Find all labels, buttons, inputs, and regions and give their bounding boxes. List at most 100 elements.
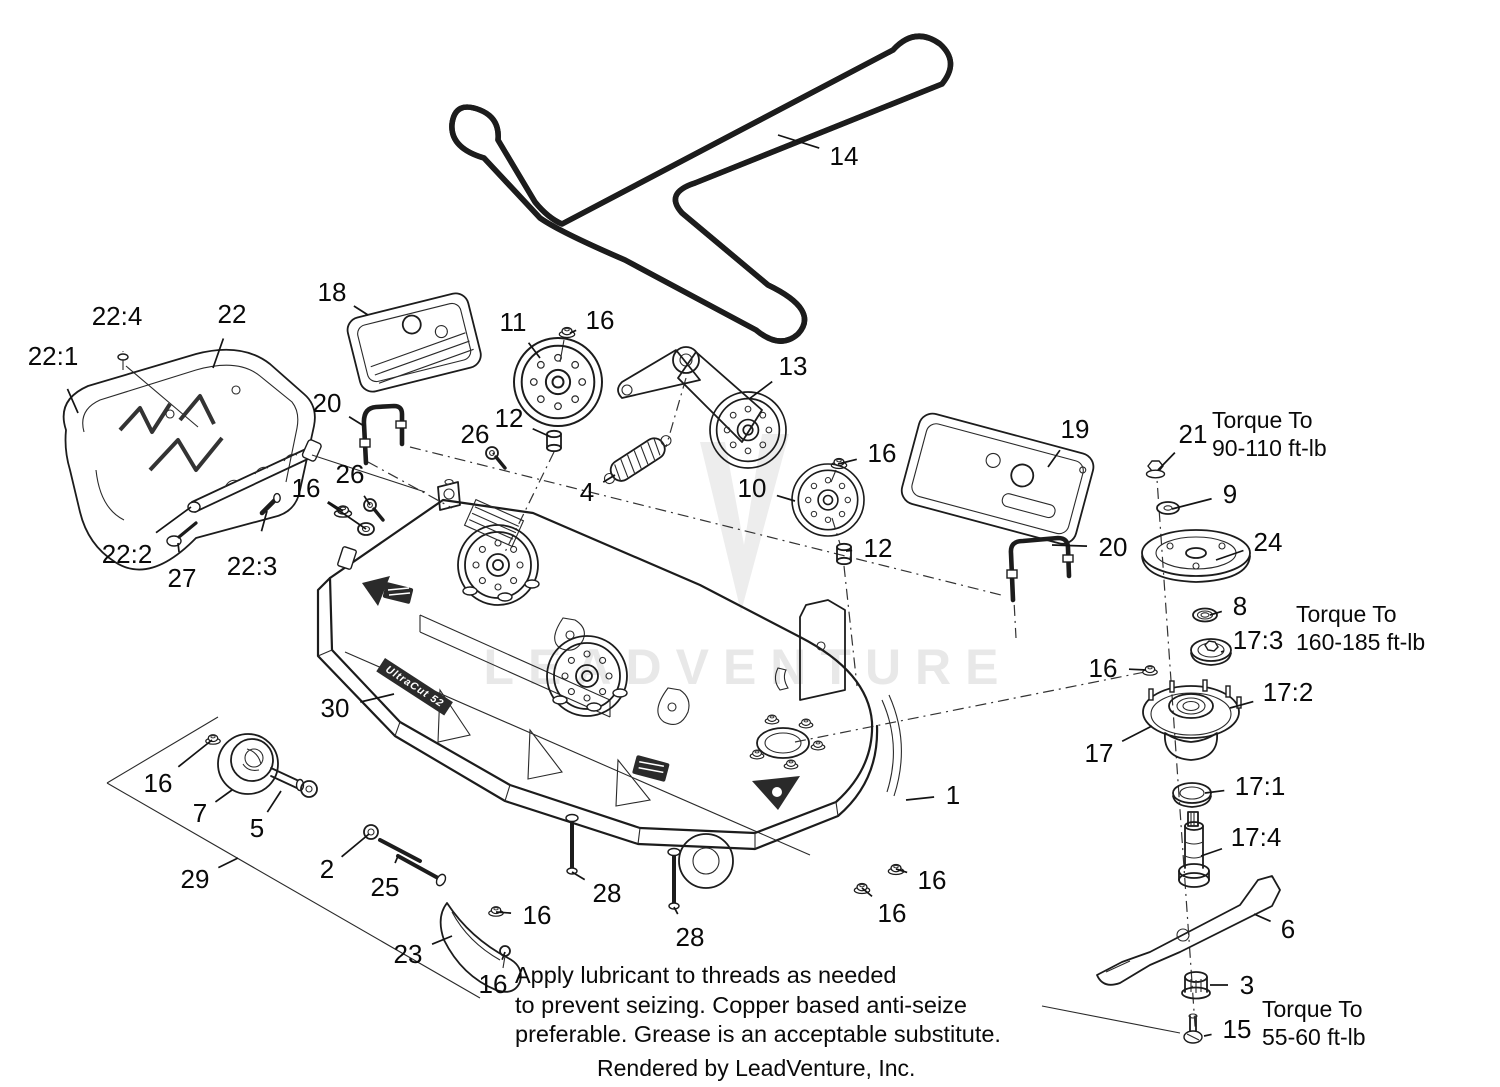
- mower-deck: [316, 478, 902, 889]
- callout-label-16: 16: [1088, 653, 1118, 683]
- leader-line: [431, 935, 453, 945]
- leader-line: [1128, 668, 1147, 671]
- callout-label-23: 23: [393, 939, 423, 969]
- leader-line: [495, 911, 512, 914]
- pulley-cover-top: [346, 292, 482, 393]
- callout-label-17: 17: [1084, 738, 1114, 768]
- callout-label-22-2: 22:2: [101, 539, 153, 569]
- bolt-2-25: [363, 824, 447, 887]
- leader-line: [1051, 544, 1088, 547]
- callout-label-20: 20: [1098, 532, 1128, 562]
- belt-cover-left: [62, 348, 316, 571]
- lubricant-note: Apply lubricant to threads as needed to …: [515, 961, 1001, 1050]
- callout-label-16: 16: [867, 438, 897, 468]
- note-line-3: preferable. Grease is an acceptable subs…: [515, 1021, 1001, 1048]
- callout-label-17-3: 17:3: [1232, 625, 1284, 655]
- leader-line: [348, 416, 365, 427]
- callout-label-20: 20: [312, 388, 342, 418]
- callout-label-8: 8: [1232, 591, 1248, 621]
- callout-label-13: 13: [778, 351, 808, 381]
- leader-line: [177, 739, 213, 768]
- drive-belt: [452, 36, 951, 341]
- leader-line: [532, 427, 552, 438]
- leader-line: [1121, 725, 1153, 742]
- callout-label-5: 5: [249, 813, 265, 843]
- leader-line: [777, 134, 820, 149]
- leader-line: [1200, 847, 1223, 857]
- callout-label-22-3: 22:3: [226, 551, 278, 581]
- leader-line: [394, 855, 399, 864]
- leader-line: [861, 887, 873, 898]
- rendered-by-credit: Rendered by LeadVenture, Inc.: [597, 1055, 916, 1081]
- callout-label-17-2: 17:2: [1262, 677, 1314, 707]
- callout-label-16: 16: [478, 969, 508, 999]
- callout-label-17-1: 17:1: [1234, 771, 1286, 801]
- cover-right: [900, 412, 1095, 545]
- leader-line: [1215, 549, 1244, 561]
- leader-line: [353, 305, 369, 316]
- leader-line: [155, 506, 192, 534]
- callout-label-22-4: 22:4: [91, 301, 143, 331]
- callout-label-16: 16: [917, 865, 947, 895]
- spindle-shaft-17-4: [1178, 811, 1210, 888]
- leader-line: [266, 790, 282, 813]
- callout-label-18: 18: [317, 277, 347, 307]
- note-line-2: to prevent seizing. Copper based anti-se…: [515, 991, 967, 1018]
- callout-label-26: 26: [460, 419, 490, 449]
- callout-label-30: 30: [320, 693, 350, 723]
- pulley-24: [1141, 529, 1251, 583]
- leader-line: [1203, 1033, 1212, 1037]
- leader-line: [895, 868, 908, 874]
- callout-label-22: 22: [217, 299, 247, 329]
- leader-line: [177, 542, 180, 553]
- idler-arm-13: [617, 346, 787, 469]
- callout-label-16: 16: [143, 768, 173, 798]
- bolt-28-right: [667, 847, 681, 910]
- callout-label-27: 27: [167, 563, 197, 593]
- leader-line: [341, 833, 370, 858]
- leader-line: [214, 789, 233, 803]
- leader-line: [837, 458, 857, 465]
- leader-line: [326, 501, 367, 530]
- callout-label-3: 3: [1239, 970, 1255, 1000]
- leader-line: [673, 906, 679, 915]
- leader-line: [1220, 650, 1225, 653]
- callout-label-12: 12: [494, 403, 524, 433]
- leader-line: [1171, 497, 1212, 510]
- callout-label-26: 26: [335, 459, 365, 489]
- leader-line: [217, 857, 239, 869]
- callout-label-15: 15: [1222, 1014, 1252, 1044]
- callout-label-28: 28: [592, 878, 622, 908]
- leader-line: [1204, 789, 1225, 794]
- bolt-28-left: [565, 813, 579, 875]
- callout-label-17-4: 17:4: [1230, 822, 1282, 852]
- callout-label-4: 4: [579, 477, 595, 507]
- leader-line: [748, 380, 773, 400]
- leader-line: [569, 329, 577, 334]
- leader-line: [1047, 449, 1061, 468]
- leader-line: [212, 338, 225, 369]
- spindle-assembly-column: [1096, 460, 1281, 1044]
- callout-label-24: 24: [1253, 527, 1283, 557]
- blade-bolt-15: [1183, 1013, 1203, 1044]
- blade-6: [1096, 875, 1281, 986]
- leader-line: [327, 501, 344, 512]
- callout-label-12: 12: [863, 533, 893, 563]
- leader-line: [66, 388, 79, 414]
- leader-line: [1157, 452, 1176, 471]
- handle-right: [1006, 535, 1074, 603]
- leader-line: [501, 951, 506, 960]
- callout-label-11: 11: [499, 307, 527, 337]
- callout-label-21: 21: [1178, 419, 1208, 449]
- idler-pulley-11: [513, 326, 603, 453]
- callout-label-16: 16: [522, 900, 552, 930]
- callout-label-25: 25: [370, 872, 400, 902]
- leader-line: [845, 549, 853, 552]
- leader-line: [1253, 913, 1271, 923]
- callout-label-16: 16: [585, 305, 615, 335]
- leader-line: [527, 342, 541, 359]
